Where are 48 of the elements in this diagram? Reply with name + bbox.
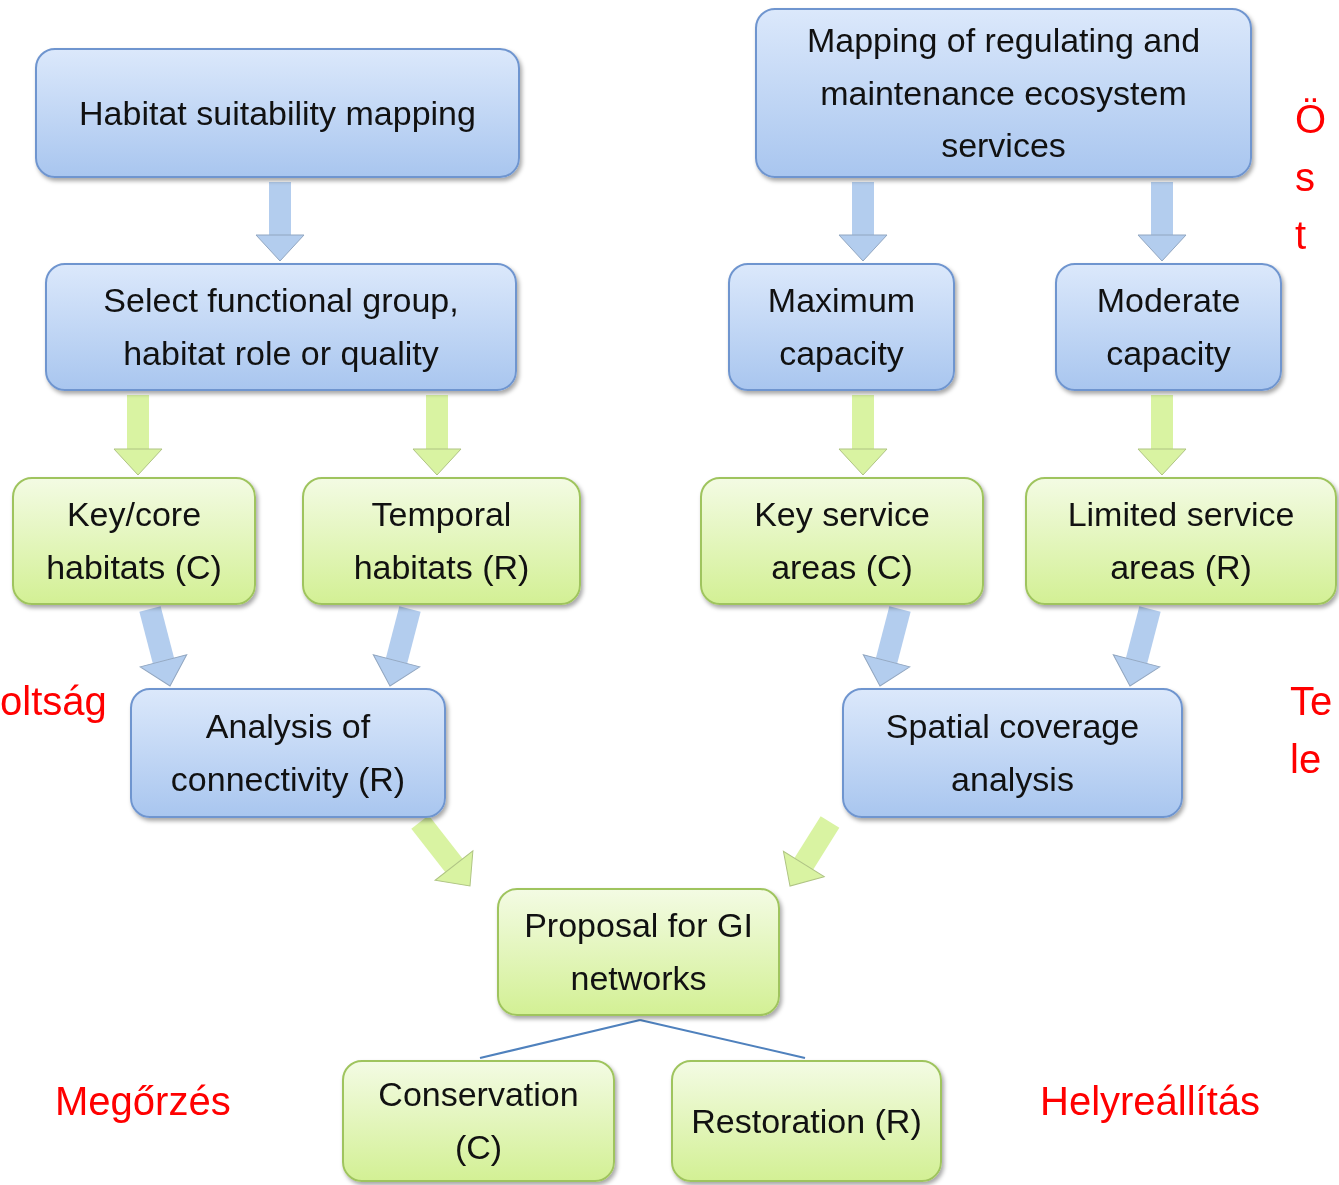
result-box xyxy=(497,888,780,1016)
annotation-text: Helyreállítás xyxy=(1040,1078,1261,1125)
annotation-text: Megőrzés xyxy=(55,1078,231,1125)
result-box xyxy=(12,477,256,605)
block-arrow xyxy=(1112,606,1161,687)
annotation-text: Ö s t xyxy=(1295,96,1328,259)
node-text: Habitat suitability mapping xyxy=(78,92,477,134)
block-arrow xyxy=(412,395,462,476)
node-text: Temporal habitats (R) xyxy=(352,494,531,588)
annotation-text: oltság xyxy=(0,678,107,725)
block-arrow xyxy=(838,182,888,262)
block-arrow xyxy=(782,816,840,887)
node-text: Select functional group, habitat role or quality xyxy=(102,280,460,374)
node-text: Restoration (R) xyxy=(690,1100,923,1142)
block-arrow xyxy=(372,606,421,687)
result-box xyxy=(342,1060,615,1182)
node-text: Conservation (C) xyxy=(377,1074,580,1168)
node-text: Limited service areas (R) xyxy=(1066,494,1296,588)
process-box xyxy=(842,688,1183,818)
block-arrow xyxy=(838,395,888,476)
block-arrow xyxy=(862,606,911,687)
result-box xyxy=(302,477,581,605)
block-arrow xyxy=(255,182,305,262)
node-text: Spatial coverage analysis xyxy=(884,706,1141,800)
block-arrow xyxy=(1137,182,1187,262)
process-box xyxy=(45,263,517,391)
node-text: Analysis of connectivity (R) xyxy=(169,706,407,800)
block-arrow xyxy=(139,606,188,687)
node-text: Key/core habitats (C) xyxy=(45,494,223,588)
block-arrow xyxy=(113,395,163,476)
block-arrow xyxy=(1137,395,1187,476)
annotation-text: Te le xyxy=(1290,678,1334,783)
process-box xyxy=(728,263,955,391)
process-box xyxy=(35,48,520,178)
connector-line xyxy=(639,1019,806,1059)
node-text: Proposal for GI networks xyxy=(523,905,754,999)
node-text: Mapping of regulating and maintenance ecosystem services xyxy=(805,19,1202,167)
block-arrow xyxy=(411,815,474,887)
node-text: Maximum capacity xyxy=(766,280,917,374)
process-box xyxy=(755,8,1252,178)
connector-line xyxy=(479,1019,641,1059)
result-box xyxy=(1025,477,1337,605)
result-box xyxy=(671,1060,942,1182)
process-box xyxy=(1055,263,1282,391)
node-text: Key service areas (C) xyxy=(753,494,931,588)
node-text: Moderate capacity xyxy=(1095,280,1242,374)
process-box xyxy=(130,688,446,818)
result-box xyxy=(700,477,984,605)
